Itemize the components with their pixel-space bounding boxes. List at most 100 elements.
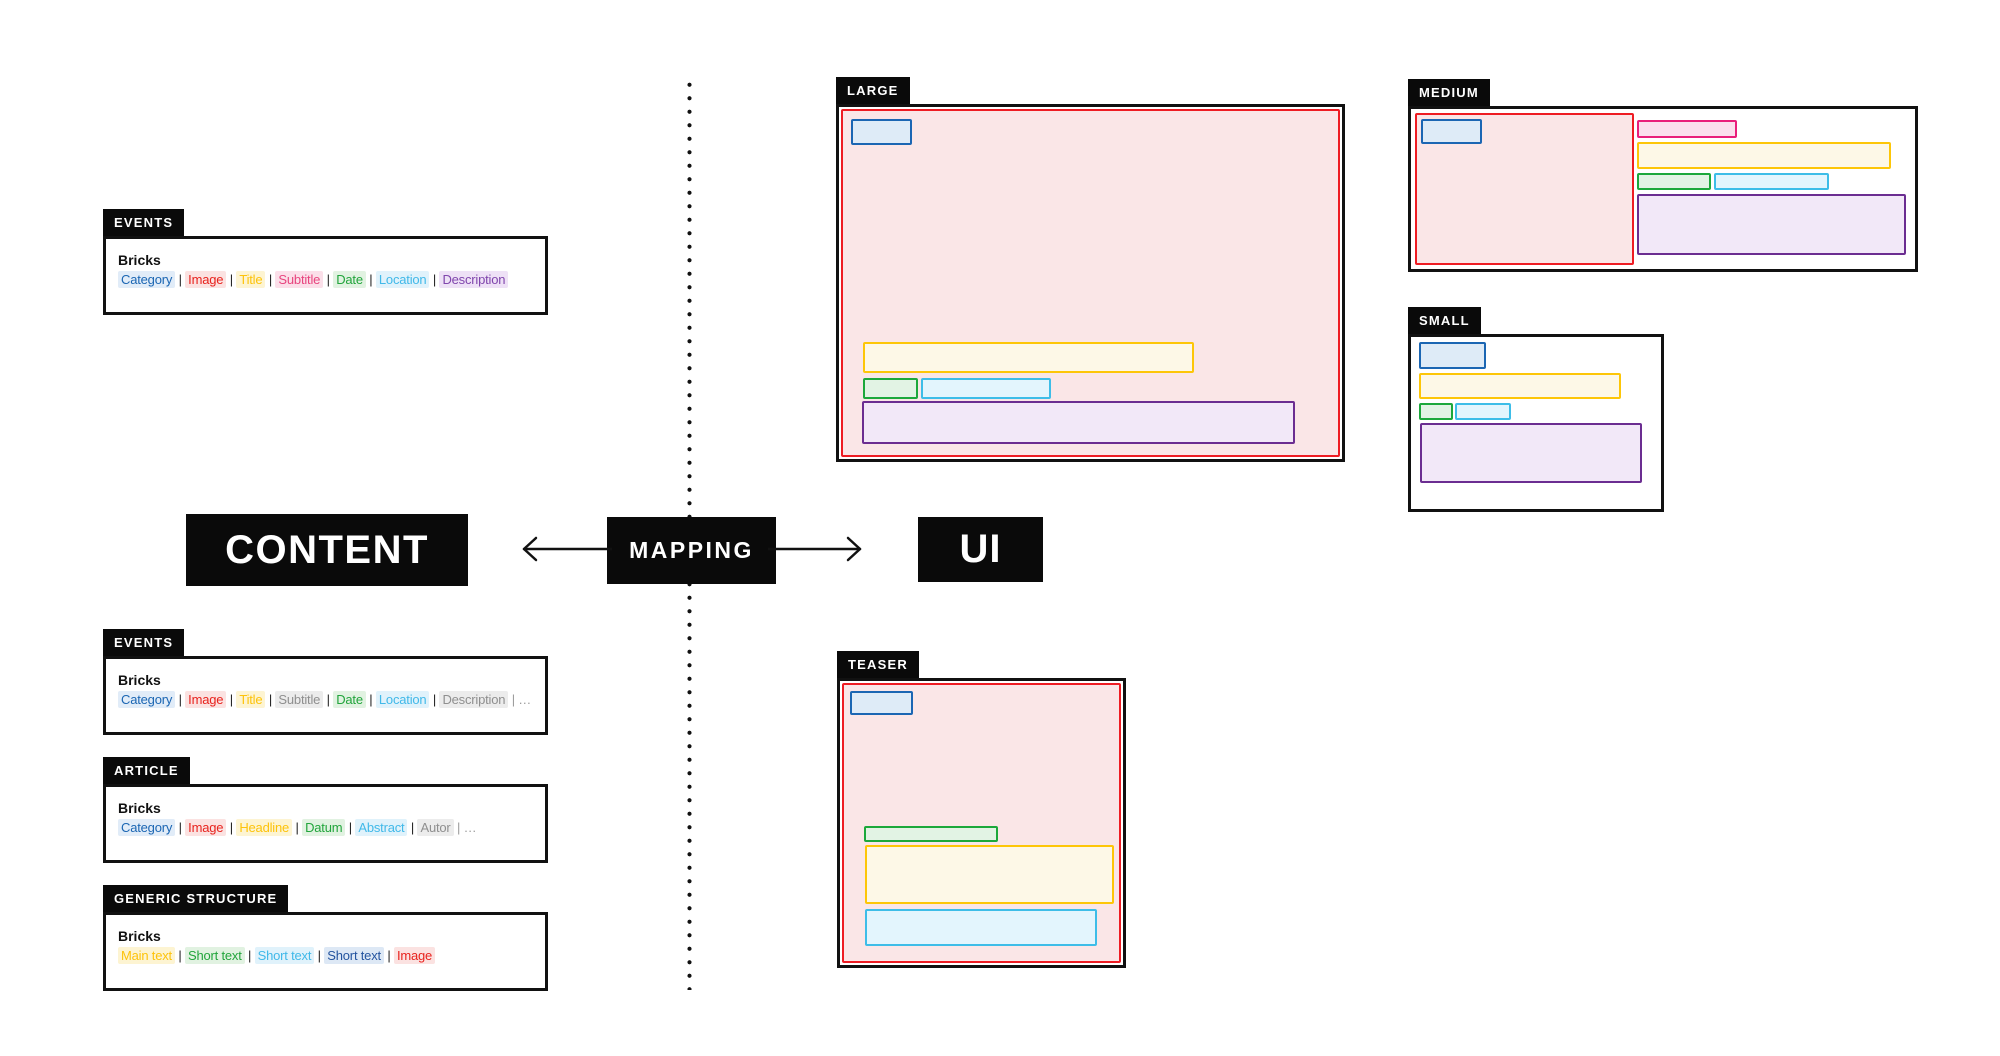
brick-image: Image — [185, 691, 227, 708]
ui-box-medium: MEDIUM — [1408, 79, 1918, 272]
brick-separator: | — [345, 820, 356, 835]
brick-datum: Datum — [302, 819, 346, 836]
arrow-left-icon — [522, 536, 612, 562]
medium-subtitle-box — [1637, 120, 1737, 138]
panel-article: Bricks Category | Image | Headline | Dat… — [103, 784, 548, 863]
brick-separator: | — [383, 948, 394, 963]
teaser-image-box — [842, 683, 1121, 963]
brick-separator: | — [365, 272, 376, 287]
bricks-title: Bricks — [118, 672, 161, 688]
mapping-label: MAPPING — [607, 517, 776, 584]
brick-separator: | — [365, 692, 376, 707]
bricks-title: Bricks — [118, 928, 161, 944]
brick-separator: | — [226, 820, 237, 835]
tag-large: LARGE — [836, 77, 910, 104]
brick-title: Title — [236, 691, 266, 708]
medium-location-box — [1714, 173, 1829, 190]
teaser-location-box — [865, 909, 1097, 946]
ui-box-teaser: TEASER — [837, 651, 1126, 968]
brick-separator: | — [244, 948, 255, 963]
brick-row: Main text | Short text | Short text | Sh… — [118, 947, 545, 965]
panel-medium — [1408, 106, 1918, 272]
small-location-box — [1455, 403, 1511, 420]
tag-small: SMALL — [1408, 307, 1481, 334]
brick-description: Description — [439, 691, 509, 708]
brick-image: Image — [185, 271, 227, 288]
brick-short-text: Short text — [324, 947, 384, 964]
brick-category: Category — [118, 691, 176, 708]
large-title-box — [863, 342, 1194, 373]
brick-ellipsis: | … — [508, 692, 532, 707]
brick-separator: | — [429, 272, 440, 287]
brick-separator: | — [407, 820, 418, 835]
brick-short-text: Short text — [254, 947, 315, 964]
brick-date: Date — [333, 271, 366, 288]
brick-date: Date — [333, 691, 366, 708]
panel-generic-structure: Bricks Main text | Short text | Short te… — [103, 912, 548, 991]
brick-separator: | — [314, 948, 325, 963]
brick-separator: | — [175, 272, 186, 287]
brick-row: Category | Image | Headline | Datum | Ab… — [118, 819, 545, 837]
brick-abstract: Abstract — [355, 819, 408, 836]
brick-separator: | — [175, 692, 186, 707]
brick-separator: | — [323, 692, 334, 707]
brick-separator: | — [226, 272, 237, 287]
brick-ellipsis: | … — [453, 820, 477, 835]
brick-separator: | — [292, 820, 303, 835]
arrow-right-icon — [768, 536, 862, 562]
brick-separator: | — [265, 692, 276, 707]
brick-separator: | — [323, 272, 334, 287]
brick-separator: | — [265, 272, 276, 287]
bricks-title: Bricks — [118, 800, 161, 816]
brick-category: Category — [118, 271, 176, 288]
panel-large — [836, 104, 1345, 462]
ui-box-large: LARGE — [836, 77, 1345, 462]
teaser-date-box — [864, 826, 998, 842]
large-description-box — [862, 401, 1295, 444]
ui-label: UI — [918, 517, 1043, 582]
medium-date-box — [1637, 173, 1711, 190]
brick-subtitle: Subtitle — [275, 691, 324, 708]
medium-category-box — [1421, 119, 1482, 144]
brick-row: Category | Image | Title | Subtitle | Da… — [118, 691, 545, 709]
tag-events: EVENTS — [103, 629, 185, 656]
small-category-box — [1419, 342, 1486, 369]
tag-teaser: TEASER — [837, 651, 919, 678]
content-label: CONTENT — [186, 514, 468, 586]
tag-article: ARTICLE — [103, 757, 190, 784]
brick-separator: | — [226, 692, 237, 707]
brick-main-text: Main text — [118, 947, 175, 964]
brick-category: Category — [118, 819, 176, 836]
brick-headline: Headline — [236, 819, 293, 836]
tag-events-top: EVENTS — [103, 209, 185, 236]
large-category-box — [851, 119, 912, 145]
large-date-box — [863, 378, 918, 399]
content-box-events-mapped: EVENTS Bricks Category | Image | Title |… — [103, 629, 548, 735]
brick-location: Location — [375, 271, 430, 288]
brick-image: Image — [185, 819, 227, 836]
panel-events-top: Bricks Category | Image | Title | Subtit… — [103, 236, 548, 315]
brick-title: Title — [236, 271, 266, 288]
brick-location: Location — [375, 691, 430, 708]
content-box-article: ARTICLE Bricks Category | Image | Headli… — [103, 757, 548, 863]
large-location-box — [921, 378, 1051, 399]
large-image-box — [841, 109, 1340, 457]
content-box-generic-structure: GENERIC STRUCTURE Bricks Main text | Sho… — [103, 885, 548, 991]
panel-teaser — [837, 678, 1126, 968]
small-date-box — [1419, 403, 1453, 420]
brick-row: Category | Image | Title | Subtitle | Da… — [118, 271, 545, 289]
brick-separator: | — [429, 692, 440, 707]
brick-separator: | — [174, 948, 185, 963]
brick-description: Description — [439, 271, 509, 288]
brick-separator: | — [175, 820, 186, 835]
tag-generic-structure: GENERIC STRUCTURE — [103, 885, 289, 912]
bricks-title: Bricks — [118, 252, 161, 268]
medium-description-box — [1637, 194, 1906, 255]
small-description-box — [1420, 423, 1642, 483]
brick-autor: Autor — [417, 819, 454, 836]
brick-subtitle: Subtitle — [275, 271, 324, 288]
ui-box-small: SMALL — [1408, 307, 1664, 512]
brick-short-text: Short text — [184, 947, 245, 964]
small-title-box — [1419, 373, 1621, 399]
medium-title-box — [1637, 142, 1891, 169]
